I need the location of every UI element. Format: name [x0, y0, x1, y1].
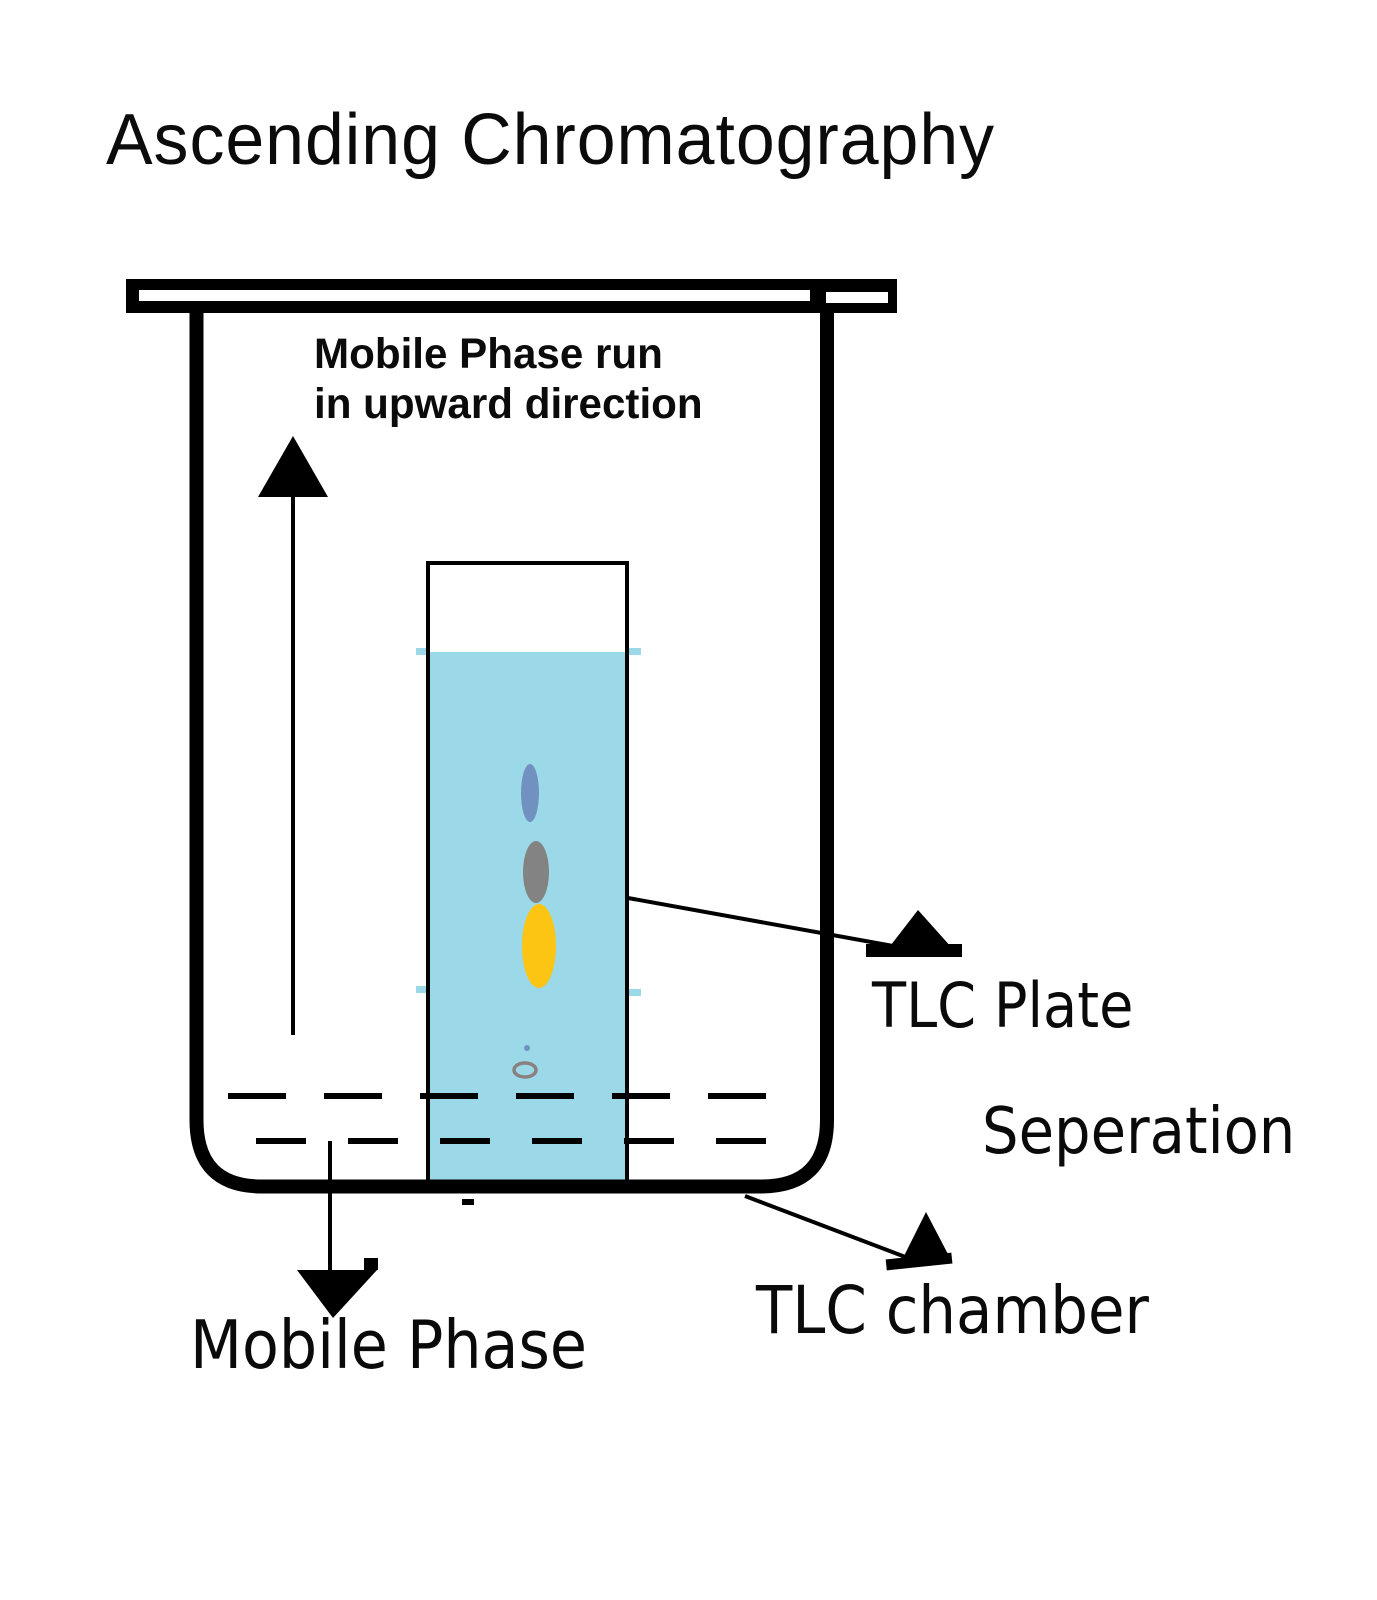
seperation-label: Seperation — [982, 1095, 1296, 1169]
tlc-chamber-pointer-line — [744, 1194, 909, 1260]
mid-tick-right — [627, 989, 641, 996]
tlc-plate-pointer-line — [627, 896, 894, 948]
mobile-phase-direction-note-line2: in upward direction — [314, 379, 703, 428]
chamber-lid-slot-right — [826, 292, 888, 303]
tlc-plate — [426, 561, 629, 1184]
spot-blue — [521, 764, 539, 822]
upward-arrow-head-icon — [258, 436, 328, 497]
tiny-spot-dot — [524, 1045, 530, 1051]
page-title: Ascending Chromatography — [106, 100, 996, 180]
solvent-level-tick-right — [627, 648, 641, 655]
tlc-plate-pointer-arrowhead-icon — [884, 910, 952, 954]
down-arrow-head-icon — [297, 1270, 377, 1318]
down-arrow-nick — [364, 1258, 378, 1270]
tlc-chamber-label: TLC chamber — [756, 1272, 1149, 1349]
spot-gray — [523, 841, 549, 903]
solvent-level-tick-left — [416, 648, 428, 655]
chamber-lid-slot-left — [139, 290, 810, 301]
tlc-plate-label: TLC Plate — [872, 969, 1134, 1042]
chamber-body — [189, 306, 834, 1194]
origin-spot-ring — [512, 1061, 538, 1079]
mobile-phase-label: Mobile Phase — [190, 1306, 588, 1384]
tlc-chamber-pointer-arrowhead-icon — [898, 1212, 950, 1268]
tlc-plate-pointer-base — [866, 944, 962, 957]
mid-tick-left — [416, 986, 428, 993]
stray-mark — [462, 1199, 474, 1205]
tlc-chamber-pointer-base — [885, 1252, 953, 1271]
mobile-phase-direction-note: Mobile Phase run in upward direction — [314, 330, 703, 430]
mobile-phase-direction-note-line1: Mobile Phase run — [314, 330, 663, 378]
spot-yellow — [522, 904, 556, 988]
